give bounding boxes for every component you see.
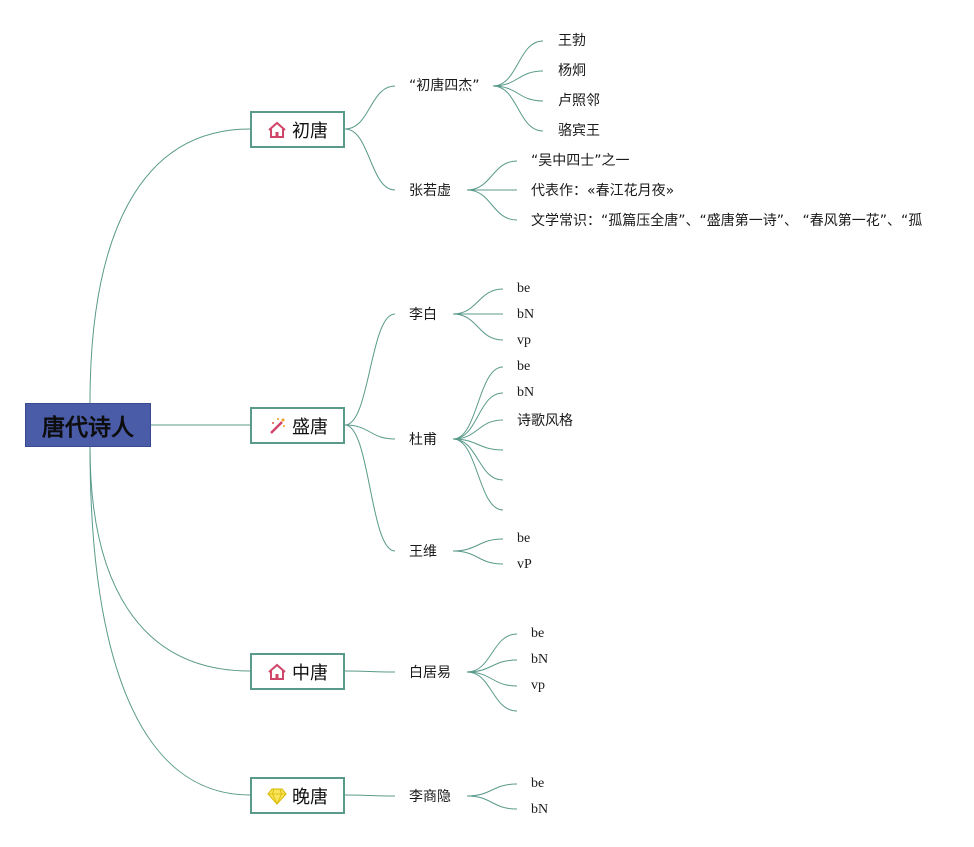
connector-line bbox=[466, 160, 518, 191]
connector-line bbox=[452, 438, 504, 481]
era-label: 盛唐 bbox=[292, 416, 328, 438]
connector-line bbox=[452, 419, 504, 440]
era-node-zhong[interactable]: 中唐 bbox=[250, 653, 345, 690]
era-node-wan[interactable]: 晚唐 bbox=[250, 777, 345, 814]
connector-line bbox=[344, 424, 396, 552]
connector-line bbox=[452, 313, 504, 341]
era-label: 中唐 bbox=[292, 662, 328, 684]
connector-line bbox=[344, 85, 396, 130]
node-libai[interactable]: 李白 bbox=[409, 307, 437, 323]
connector-line bbox=[89, 128, 251, 404]
connector-line bbox=[466, 671, 518, 687]
connector-line bbox=[89, 446, 251, 672]
connector-line bbox=[344, 794, 396, 797]
leaf-item[interactable]: 骆宾王 bbox=[558, 123, 600, 139]
leaf-item[interactable]: be bbox=[517, 281, 531, 296]
home-icon bbox=[267, 662, 287, 682]
connector-line bbox=[466, 671, 518, 712]
era-node-sheng[interactable]: 盛唐 bbox=[250, 407, 345, 444]
connector-line bbox=[466, 659, 518, 673]
connector-line bbox=[452, 288, 504, 315]
connector-line bbox=[492, 85, 544, 132]
leaf-item[interactable]: bN bbox=[517, 385, 535, 400]
connector-line bbox=[89, 446, 251, 796]
connector-line bbox=[492, 40, 544, 87]
node-dufu[interactable]: 杜甫 bbox=[409, 432, 437, 448]
leaf-item[interactable]: be bbox=[517, 359, 531, 374]
leaf-item[interactable]: 卢照邻 bbox=[558, 93, 600, 109]
leaf-item[interactable]: 杨炯 bbox=[558, 63, 586, 79]
connector-line bbox=[466, 795, 518, 810]
connector-line bbox=[344, 128, 396, 191]
connector-line bbox=[452, 366, 504, 440]
leaf-item[interactable]: bN bbox=[517, 307, 535, 322]
leaf-item[interactable]: bN bbox=[531, 652, 549, 667]
node-baijuyi[interactable]: 白居易 bbox=[409, 665, 451, 681]
leaf-item[interactable]: bN bbox=[531, 802, 549, 817]
connector-line bbox=[452, 392, 504, 440]
diamond-icon bbox=[267, 786, 287, 806]
era-label: 晚唐 bbox=[292, 786, 328, 808]
connector-line bbox=[492, 85, 544, 102]
era-label: 初唐 bbox=[292, 120, 328, 142]
era-node-chu[interactable]: 初唐 bbox=[250, 111, 345, 148]
leaf-item[interactable]: vp bbox=[531, 678, 545, 693]
node-sijie[interactable]: “初唐四杰” bbox=[409, 78, 480, 94]
leaf-item[interactable]: “吴中四士”之一 bbox=[531, 153, 630, 169]
connector-line bbox=[344, 670, 396, 673]
connector-line bbox=[452, 550, 504, 565]
connector-line bbox=[466, 783, 518, 797]
leaf-item[interactable]: 王勃 bbox=[558, 33, 586, 49]
leaf-item[interactable]: be bbox=[517, 531, 531, 546]
node-wangwei[interactable]: 王维 bbox=[409, 544, 437, 560]
leaf-item[interactable]: vp bbox=[517, 333, 531, 348]
leaf-item[interactable]: 诗歌风格 bbox=[517, 413, 573, 429]
home-icon bbox=[267, 120, 287, 140]
node-zhangruoxu[interactable]: 张若虚 bbox=[409, 183, 451, 199]
connector-line bbox=[492, 70, 544, 87]
leaf-item[interactable]: vP bbox=[517, 557, 532, 572]
magic-wand-icon bbox=[267, 416, 287, 436]
connector-line bbox=[466, 189, 518, 221]
root-label: 唐代诗人 bbox=[42, 415, 134, 441]
connector-line bbox=[344, 424, 396, 440]
root-node[interactable]: 唐代诗人 bbox=[25, 403, 151, 447]
connector-line bbox=[344, 313, 396, 426]
leaf-item[interactable]: be bbox=[531, 626, 545, 641]
leaf-item[interactable]: 代表作：«春江花月夜» bbox=[531, 183, 675, 199]
leaf-item[interactable]: be bbox=[531, 776, 545, 791]
node-lishangyin[interactable]: 李商隐 bbox=[409, 789, 451, 805]
connector-line bbox=[466, 633, 518, 673]
connector-line bbox=[452, 538, 504, 552]
leaf-item[interactable]: 文学常识：“孤篇压全唐”、“盛唐第一诗”、 “春风第一花”、“孤 bbox=[531, 213, 923, 229]
connector-line bbox=[452, 438, 504, 511]
